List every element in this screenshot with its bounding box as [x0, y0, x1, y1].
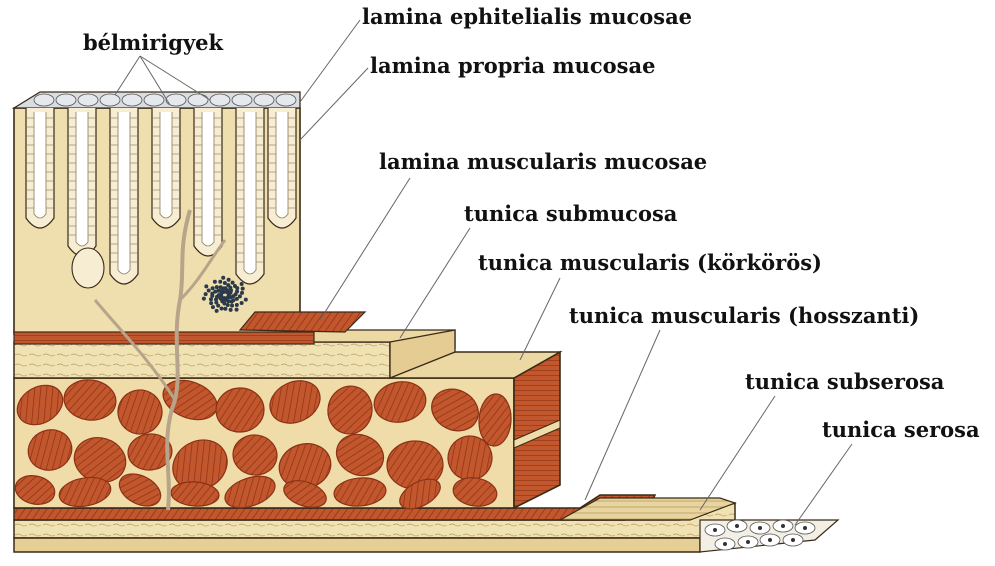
- serosa-nucleus: [768, 538, 772, 542]
- label-tunica-muscularis-korkoros: tunica muscularis (körkörös): [478, 252, 822, 273]
- nodule-cell: [222, 286, 226, 290]
- label-belmirigyek: bélmirigyek: [83, 32, 223, 53]
- nodule-cell: [215, 285, 219, 289]
- nodule-cell: [210, 294, 214, 298]
- mucosa-block: [14, 92, 300, 334]
- nodule-cell: [211, 286, 215, 290]
- nodule-cell: [223, 307, 227, 311]
- serosa-nucleus: [713, 528, 717, 532]
- muscularis-mucosae-step: [240, 312, 365, 332]
- muscularis-mucosae-front: [14, 332, 314, 344]
- nodule-cell: [235, 308, 239, 312]
- nodule-cell: [235, 297, 239, 301]
- nodule-cell: [207, 289, 211, 293]
- serosa-nucleus: [758, 526, 762, 530]
- lead-subserosa: [700, 396, 775, 510]
- lead-muscularis-mucosae: [320, 178, 410, 320]
- lead-propria: [300, 68, 368, 140]
- nodule-cell: [215, 309, 219, 313]
- nodule-cell: [221, 276, 225, 280]
- nodule-cell: [220, 297, 224, 301]
- lead-serosa: [795, 444, 852, 525]
- serosa-nucleus: [735, 524, 739, 528]
- surface-cell: [100, 94, 120, 106]
- gland-lumen: [34, 112, 46, 218]
- surface-cell: [276, 94, 296, 106]
- serosa-nucleus: [746, 540, 750, 544]
- serosa-nucleus: [723, 542, 727, 546]
- surface-cell: [122, 94, 142, 106]
- label-tunica-serosa: tunica serosa: [822, 419, 980, 440]
- serosa-nucleus: [803, 526, 807, 530]
- lead-circular: [520, 278, 560, 360]
- lead-epithelium: [300, 20, 360, 102]
- nodule-cell: [204, 284, 208, 288]
- nodule-cell: [233, 284, 237, 288]
- nodule-cell: [209, 301, 213, 305]
- nodule-cell: [202, 297, 206, 301]
- serosa-nucleus: [781, 524, 785, 528]
- nodule-cell: [220, 306, 224, 310]
- label-lamina-muscularis-mucosae: lamina muscularis mucosae: [379, 151, 707, 172]
- serosa-cells: [700, 520, 838, 552]
- nodule-cell: [244, 298, 248, 302]
- nodule-cell: [227, 278, 231, 282]
- serosa-nucleus: [791, 538, 795, 542]
- surface-cell: [56, 94, 76, 106]
- gland-lumen: [276, 112, 288, 218]
- nodule-cell: [219, 292, 223, 296]
- nodule-cell: [229, 308, 233, 312]
- gland-lumen: [118, 112, 130, 274]
- nodule-cell: [240, 291, 244, 295]
- surface-cell: [34, 94, 54, 106]
- gland-lumen: [202, 112, 214, 246]
- nodule-cell: [230, 304, 234, 308]
- lead-glands-1: [115, 56, 140, 95]
- nodule-cell: [204, 292, 208, 296]
- gland-lumen: [244, 112, 256, 274]
- nodule-cell: [240, 282, 244, 286]
- lead-submucosa: [400, 228, 470, 338]
- label-tunica-subserosa: tunica subserosa: [745, 371, 944, 392]
- nodule-cell: [211, 305, 215, 309]
- nodule-cell: [235, 303, 239, 307]
- submucosa-front: [14, 342, 390, 378]
- nodule-cell: [227, 292, 231, 296]
- surface-cell: [210, 94, 230, 106]
- label-lamina-propria: lamina propria mucosae: [370, 55, 655, 76]
- label-tunica-muscularis-hosszanti: tunica muscularis (hosszanti): [569, 305, 919, 326]
- label-lamina-epithelialis: lamina ephitelialis mucosae: [362, 6, 692, 27]
- surface-cell: [78, 94, 98, 106]
- surface-cell: [254, 94, 274, 106]
- nodule-cell: [241, 287, 245, 291]
- nodule-cell: [240, 301, 244, 305]
- surface-cell: [232, 94, 252, 106]
- lead-longitudinal: [585, 330, 660, 500]
- gland-cross-section: [72, 248, 104, 288]
- subserosa-front: [14, 538, 700, 552]
- nodule-cell: [231, 298, 235, 302]
- nodule-cell: [223, 281, 227, 285]
- surface-cell: [188, 94, 208, 106]
- gland-lumen: [76, 112, 88, 246]
- gland-lumen: [160, 112, 172, 218]
- nodule-cell: [231, 281, 235, 285]
- label-tunica-submucosa: tunica submucosa: [464, 203, 677, 224]
- nodule-cell: [213, 280, 217, 284]
- surface-cell: [144, 94, 164, 106]
- nodule-cell: [218, 280, 222, 284]
